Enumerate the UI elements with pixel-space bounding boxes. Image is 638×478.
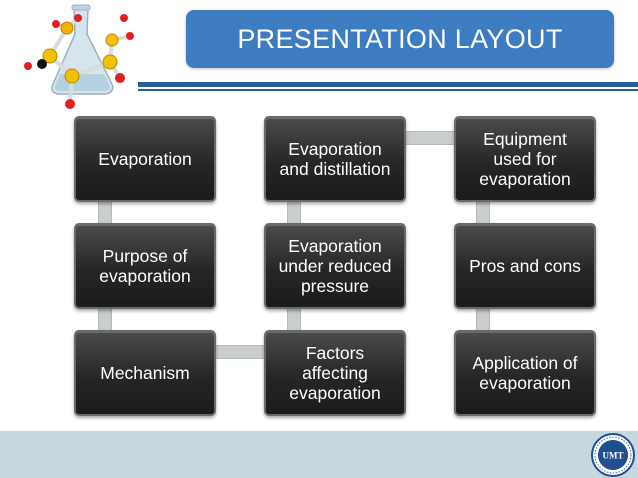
box-application-of-evaporation: Application of evaporation: [454, 330, 596, 416]
box-label: Application of evaporation: [472, 353, 578, 393]
box-label: Factors affecting evaporation: [289, 343, 381, 403]
box-label: Evaporation and distillation: [279, 139, 391, 179]
connector: [404, 131, 456, 145]
molecule-flask-icon: [24, 4, 134, 109]
box-label: Evaporation: [98, 149, 192, 169]
title-banner: PRESENTATION LAYOUT: [186, 10, 614, 68]
box-label: Equipment used for evaporation: [479, 129, 571, 189]
box-purpose-of-evaporation: Purpose of evaporation: [74, 223, 216, 309]
box-label: Pros and cons: [469, 256, 581, 276]
box-factors-affecting-evaporation: Factors affecting evaporation: [264, 330, 406, 416]
box-mechanism: Mechanism: [74, 330, 216, 416]
box-evaporation: Evaporation: [74, 116, 216, 202]
badge-text: UMT: [603, 451, 624, 461]
slide-title: PRESENTATION LAYOUT: [237, 23, 563, 54]
box-label: Purpose of evaporation: [99, 246, 191, 286]
box-equipment-used-for-evaporation: Equipment used for evaporation: [454, 116, 596, 202]
connector: [214, 345, 266, 359]
box-label: Evaporation under reduced pressure: [278, 236, 392, 296]
box-label: Mechanism: [100, 363, 190, 383]
footer-band: [0, 431, 638, 478]
header-rule: [138, 82, 638, 87]
box-evaporation-and-distillation: Evaporation and distillation: [264, 116, 406, 202]
box-pros-and-cons: Pros and cons: [454, 223, 596, 309]
header-rule-thin: [138, 89, 638, 91]
umt-seal-icon: UMT: [591, 433, 635, 477]
box-evaporation-under-reduced-pressure: Evaporation under reduced pressure: [264, 223, 406, 309]
